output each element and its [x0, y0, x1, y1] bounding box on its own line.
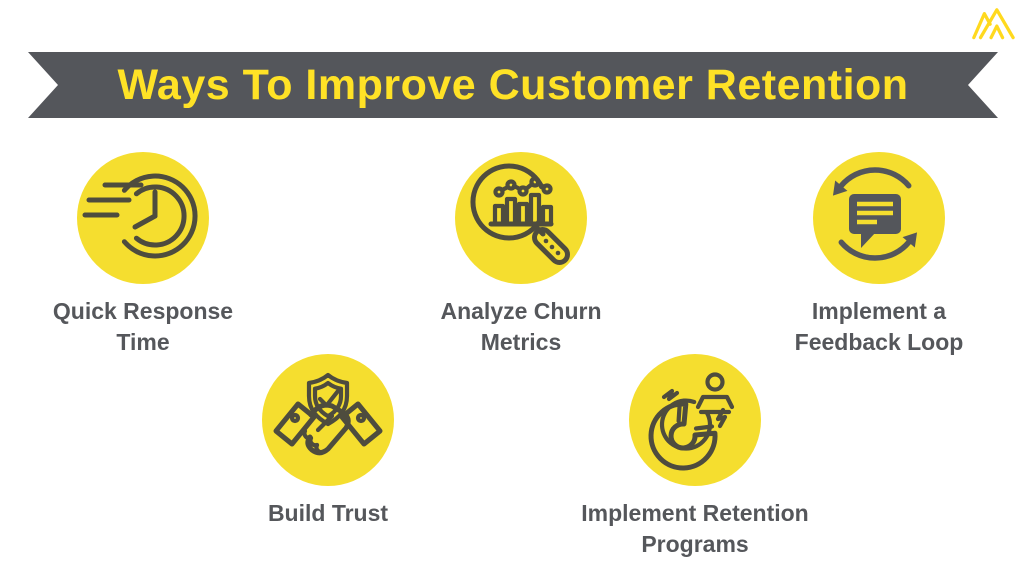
icon-badge	[629, 354, 761, 486]
item-label: Build Trust	[267, 500, 389, 526]
handshake-shield-icon	[273, 372, 383, 456]
retention-item-quick-response-time: Quick Response Time	[13, 152, 273, 358]
icon-badge	[262, 354, 394, 486]
page-title: Ways To Improve Customer Retention	[117, 60, 909, 109]
retention-item-implement-feedback-loop: Implement a Feedback Loop	[749, 152, 1009, 358]
chat-refresh-cycle-icon	[832, 167, 918, 261]
icon-badge	[455, 152, 587, 284]
retention-item-build-trust: Build Trust	[198, 354, 458, 529]
item-label: Analyze Churn Metrics	[440, 298, 602, 355]
item-label: Implement a Feedback Loop	[794, 298, 964, 355]
title-banner: Ways To Improve Customer Retention	[28, 52, 998, 118]
retention-item-implement-retention-programs: Implement Retention Programs	[565, 354, 825, 560]
icon-badge	[77, 152, 209, 284]
magnet-person-icon	[648, 372, 735, 471]
item-label: Implement Retention Programs	[581, 500, 809, 557]
speed-clock-icon	[82, 173, 198, 259]
mountain-logo-icon	[972, 8, 1015, 40]
icon-badge	[813, 152, 945, 284]
retention-item-analyze-churn-metrics: Analyze Churn Metrics	[391, 152, 651, 358]
magnifier-bar-chart-icon	[470, 163, 570, 265]
brand-logo	[970, 6, 1016, 40]
item-label: Quick Response Time	[52, 298, 234, 355]
